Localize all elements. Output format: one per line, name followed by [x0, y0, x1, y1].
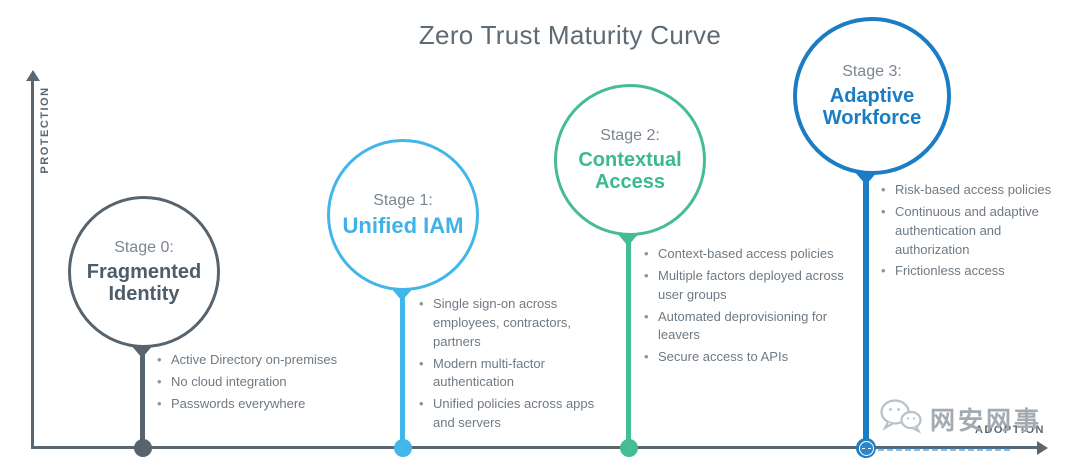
stage-1-circle: Stage 1: Unified IAM — [327, 139, 479, 291]
stage-0-label: Stage 0: — [114, 238, 174, 256]
y-axis-label: PROTECTION — [39, 86, 51, 174]
watermark: 网安网事 — [878, 398, 1042, 439]
bullet-item: Context-based access policies — [643, 245, 848, 264]
stage-3-name: Adaptive Workforce — [822, 84, 922, 129]
bullet-item: Modern multi-factor authentication — [418, 355, 608, 393]
wechat-icon — [878, 398, 924, 439]
stage-3-label: Stage 3: — [842, 62, 902, 80]
stage-0-axis-dot — [134, 439, 152, 457]
bullet-item: Frictionless access — [880, 262, 1060, 281]
stage-0-stem — [140, 345, 145, 448]
bullet-item: Continuous and adaptive authentication a… — [880, 203, 1060, 260]
axis-watermark-dashes — [878, 448, 1010, 451]
bullet-item: No cloud integration — [156, 373, 391, 392]
stage-1-label: Stage 1: — [373, 191, 433, 209]
stage-2-bullet-list: Context-based access policies Multiple f… — [643, 245, 848, 370]
stage-1-stem — [400, 288, 405, 448]
stage-1-axis-dot — [394, 439, 412, 457]
stage-2-label: Stage 2: — [600, 126, 660, 144]
y-axis-line — [31, 80, 34, 447]
stage-2-axis-dot — [620, 439, 638, 457]
stage-1-name: Unified IAM — [342, 212, 464, 238]
stage-0-name: Fragmented Identity — [86, 260, 202, 305]
stage-3-bullet-list: Risk-based access policies Continuous an… — [880, 181, 1060, 284]
bullet-item: Single sign-on across employees, contrac… — [418, 295, 608, 352]
stage-0-circle: Stage 0: Fragmented Identity — [68, 196, 220, 348]
bullet-item: Automated deprovisioning for leavers — [643, 308, 848, 346]
x-axis-arrow-icon — [1037, 441, 1048, 455]
watermark-text: 网安网事 — [930, 406, 1043, 435]
stage-2-circle: Stage 2: Contextual Access — [554, 84, 706, 236]
bullet-item: Passwords everywhere — [156, 395, 391, 414]
stage-0-bullet-list: Active Directory on-premises No cloud in… — [156, 351, 391, 417]
page-title: Zero Trust Maturity Curve — [418, 20, 722, 50]
stage-2-stem — [626, 233, 631, 448]
x-axis-line — [31, 446, 1039, 449]
bullet-item: Risk-based access policies — [880, 181, 1060, 200]
bullet-item: Unified policies across apps and servers — [418, 395, 608, 433]
bullet-item: Secure access to APIs — [643, 348, 848, 367]
x-axis-label: ADOPTION — [974, 424, 1045, 436]
stage-3-stem — [863, 172, 869, 448]
stage-1-bullet-list: Single sign-on across employees, contrac… — [418, 295, 608, 436]
stage-2-name: Contextual Access — [578, 148, 682, 193]
stage-3-circle: Stage 3: Adaptive Workforce — [793, 17, 951, 175]
bullet-item: Active Directory on-premises — [156, 351, 391, 370]
axis-watermark-logo-icon — [859, 441, 874, 456]
bullet-item: Multiple factors deployed across user gr… — [643, 267, 848, 305]
y-axis-arrow-icon — [26, 70, 40, 81]
